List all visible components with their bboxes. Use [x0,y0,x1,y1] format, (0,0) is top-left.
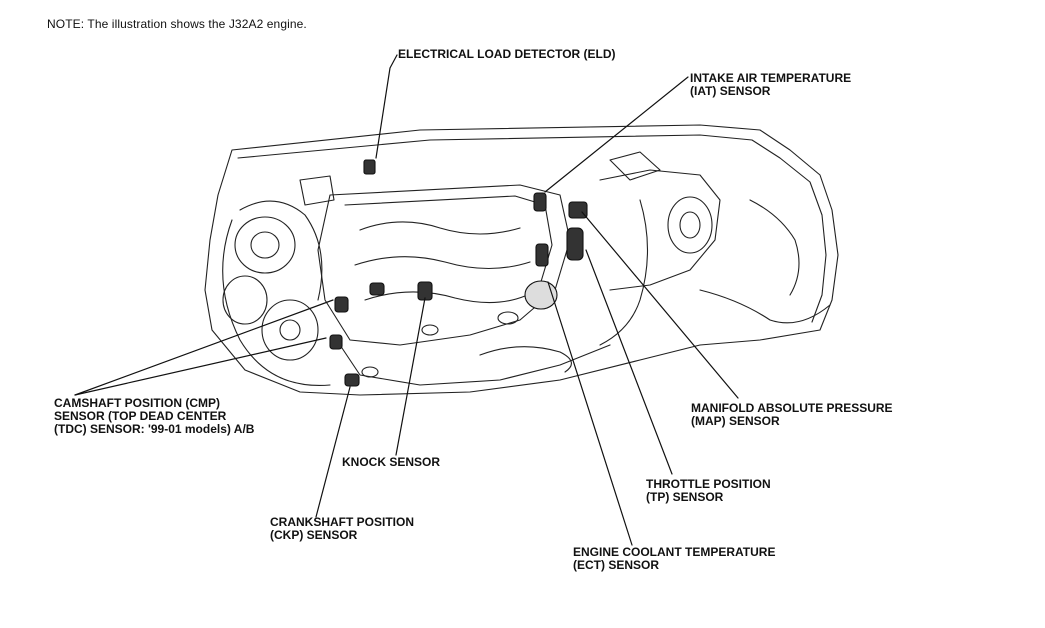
label-ckp: CRANKSHAFT POSITION (CKP) SENSOR [270,515,414,542]
leader-knock [395,297,426,456]
leader-cmp-b [74,337,327,396]
tp-sensor [566,227,584,261]
engine-block [339,344,611,386]
label-tp: THROTTLE POSITION (TP) SENSOR [646,477,771,504]
leader-ect [547,281,633,546]
leader-lines [74,54,739,546]
label-ect: ENGINE COOLANT TEMPERATURE (ECT) SENSOR [573,545,776,572]
iat-sensor [533,192,547,212]
ect-sensor-housing [524,280,558,310]
cmp-sensor-b [329,334,343,350]
label-cmp: CAMSHAFT POSITION (CMP) SENSOR (TOP DEAD… [54,396,255,436]
knock-sensor [417,281,433,301]
front-pulleys [222,175,335,387]
leader-iat [544,76,689,193]
label-knock: KNOCK SENSOR [342,455,441,469]
label-eld: ELECTRICAL LOAD DETECTOR (ELD) [398,47,616,61]
eld-sensor [363,159,376,175]
ckp-sensor [344,373,360,387]
intake-manifold [599,151,831,346]
label-iat: INTAKE AIR TEMPERATURE (IAT) SENSOR [690,71,852,98]
leader-ckp [315,386,351,518]
leader-map [581,211,739,399]
leader-cmp-a [74,299,334,396]
leader-eld [375,54,398,159]
label-map: MANIFOLD ABSOLUTE PRESSURE (MAP) SENSOR [691,401,893,428]
sensors [329,159,588,387]
valve-cover [317,184,571,346]
map-sensor [568,201,588,219]
cmp-sensor-a [334,296,349,313]
leader-tp [585,249,673,475]
ect-sensor [535,243,549,267]
engine-bay-outline [204,124,839,396]
illustration-note: NOTE: The illustration shows the J32A2 e… [47,17,307,31]
